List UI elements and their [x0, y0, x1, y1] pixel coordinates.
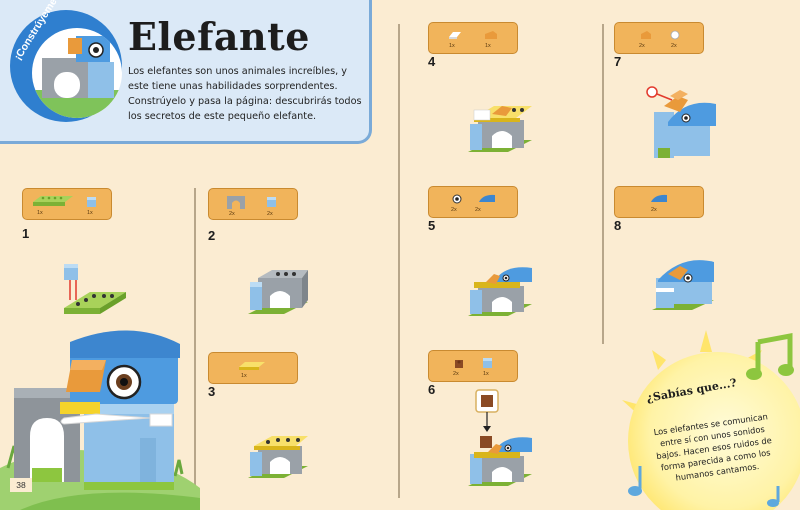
intro-paragraph: Los elefantes son unos animales increíbl… — [128, 66, 362, 122]
blue-curved-slope-icon — [479, 194, 495, 202]
parts-box-step-6: 2x 1x — [428, 350, 518, 382]
step-number: 8 — [614, 218, 622, 233]
music-note-icon — [746, 332, 794, 380]
step-2-model — [248, 270, 308, 314]
light-blue-brick-icon — [483, 358, 492, 368]
column-divider — [602, 24, 604, 344]
step-7-model — [646, 86, 716, 158]
page-title: Elefante — [128, 14, 310, 59]
parts-box-step-8: 2x — [614, 186, 704, 218]
part-quantity: 1x — [483, 371, 489, 377]
parts-box-step-4: 1x 1x — [428, 22, 518, 54]
column-divider — [398, 24, 400, 498]
step-number: 5 — [428, 218, 436, 233]
badge-preview — [32, 28, 122, 118]
step-3-model — [248, 436, 308, 478]
parts-box-step-2: 2x 2x — [208, 188, 298, 220]
parts-box-step-7: 2x 2x — [614, 22, 704, 54]
step-number: 4 — [428, 54, 436, 69]
part-quantity: 1x — [485, 43, 491, 49]
part-quantity: 2x — [229, 211, 235, 217]
step-number: 2 — [208, 228, 216, 243]
part-quantity: 1x — [37, 210, 43, 216]
part-quantity: 1x — [87, 210, 93, 216]
build-me-badge — [10, 10, 122, 122]
elephant-thumbnail-icon — [32, 36, 122, 118]
brown-brick-icon — [455, 360, 463, 368]
part-quantity: 2x — [475, 207, 481, 213]
parts-box-step-5: 2x 2x — [428, 186, 518, 218]
parts-box-step-3: 1x — [208, 352, 298, 384]
green-plate-icon — [33, 196, 73, 206]
step-6-model — [468, 389, 532, 486]
light-blue-brick-icon — [87, 197, 96, 207]
orange-slope-icon — [485, 31, 497, 39]
part-quantity: 2x — [267, 211, 273, 217]
light-blue-brick-icon — [267, 197, 276, 207]
parts-box-step-1: 1x 1x — [22, 188, 112, 220]
part-quantity: 2x — [671, 43, 677, 49]
orange-slope-icon — [641, 31, 651, 39]
part-quantity: 2x — [651, 207, 657, 213]
music-note-icon — [767, 486, 780, 507]
part-quantity: 2x — [453, 371, 459, 377]
step-number: 1 — [22, 226, 30, 241]
blue-curved-slope-icon — [651, 194, 667, 202]
part-quantity: 1x — [241, 373, 247, 379]
part-quantity: 2x — [451, 207, 457, 213]
page-number: 38 — [10, 478, 32, 492]
fact-bubble — [628, 352, 800, 510]
step-4-model — [468, 106, 532, 152]
step-number: 6 — [428, 382, 436, 397]
step-5-model — [468, 267, 532, 316]
part-quantity: 2x — [639, 43, 645, 49]
step-number: 7 — [614, 54, 622, 69]
step-8-model — [652, 260, 714, 310]
finished-elephant-illustration — [0, 330, 200, 510]
part-quantity: 1x — [449, 43, 455, 49]
step-number: 3 — [208, 384, 216, 399]
music-note-icon — [628, 466, 642, 496]
grey-arch-icon — [227, 196, 245, 209]
step-1-model — [64, 264, 126, 314]
eye-tile-icon — [452, 194, 462, 204]
column-divider — [194, 188, 196, 498]
white-clip-icon — [670, 30, 680, 40]
yellow-plate-icon — [239, 362, 265, 370]
white-plate-icon — [449, 32, 461, 39]
